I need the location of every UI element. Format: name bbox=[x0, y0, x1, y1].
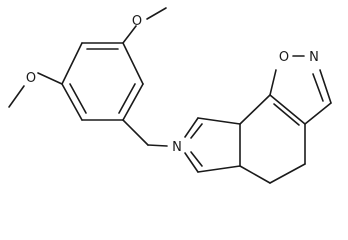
bond-methyl-o-left bbox=[8, 85, 25, 108]
chemical-structure: O O N O N bbox=[8, 7, 332, 184]
atom-o-isoxazole: O bbox=[279, 50, 289, 65]
bond-c3a-ch2 bbox=[239, 165, 271, 184]
bond-c2-c3 bbox=[61, 42, 83, 85]
methoxy-top bbox=[122, 7, 167, 44]
bond-n-c3 bbox=[184, 152, 199, 173]
bond-o-ring-left bbox=[37, 72, 63, 85]
atom-o-methoxy-top: O bbox=[132, 14, 142, 29]
atom-n-isoxazole: N bbox=[309, 50, 319, 65]
bond-c1-c7a bbox=[197, 117, 241, 125]
bond-c7a-c bbox=[239, 94, 271, 125]
bond-c-c-fused bbox=[269, 94, 306, 125]
bond-c3-c3a bbox=[197, 165, 241, 173]
bond-n-c1 bbox=[184, 117, 199, 138]
pyrrole-ring bbox=[184, 117, 241, 173]
bond-inner-2 bbox=[69, 83, 87, 114]
bond-c-o bbox=[269, 69, 277, 96]
bond-methyl-o-top bbox=[146, 7, 167, 20]
bond-n-c1-inner bbox=[190, 123, 203, 139]
bond-ring-ch2 bbox=[122, 119, 149, 146]
bond-n-ch-inner bbox=[312, 73, 324, 102]
bond-ch-c bbox=[304, 102, 332, 125]
benzene-ring bbox=[61, 42, 144, 121]
methoxy-left bbox=[8, 72, 63, 108]
bond-c5-c6 bbox=[122, 83, 144, 121]
bond-c6-c1 bbox=[122, 42, 144, 85]
bond-n-c3-inner bbox=[190, 151, 203, 167]
isoxazole-ring bbox=[269, 55, 332, 126]
dihydro-ring bbox=[239, 94, 306, 184]
atom-n-pyrrole: N bbox=[172, 140, 182, 155]
bond-c-c-fused-inner bbox=[273, 103, 300, 126]
atom-o-methoxy-left: O bbox=[26, 71, 36, 86]
bond-inner-3 bbox=[118, 83, 136, 114]
bond-n-ch bbox=[319, 69, 332, 104]
bond-ch2-n bbox=[147, 144, 168, 147]
benzyl-linker bbox=[122, 119, 168, 147]
bond-ch2-ch2 bbox=[269, 163, 306, 184]
structure-canvas: O O N O N bbox=[8, 7, 332, 184]
bond-o-ring-top bbox=[122, 25, 137, 44]
bond-c3-c4 bbox=[61, 83, 83, 121]
